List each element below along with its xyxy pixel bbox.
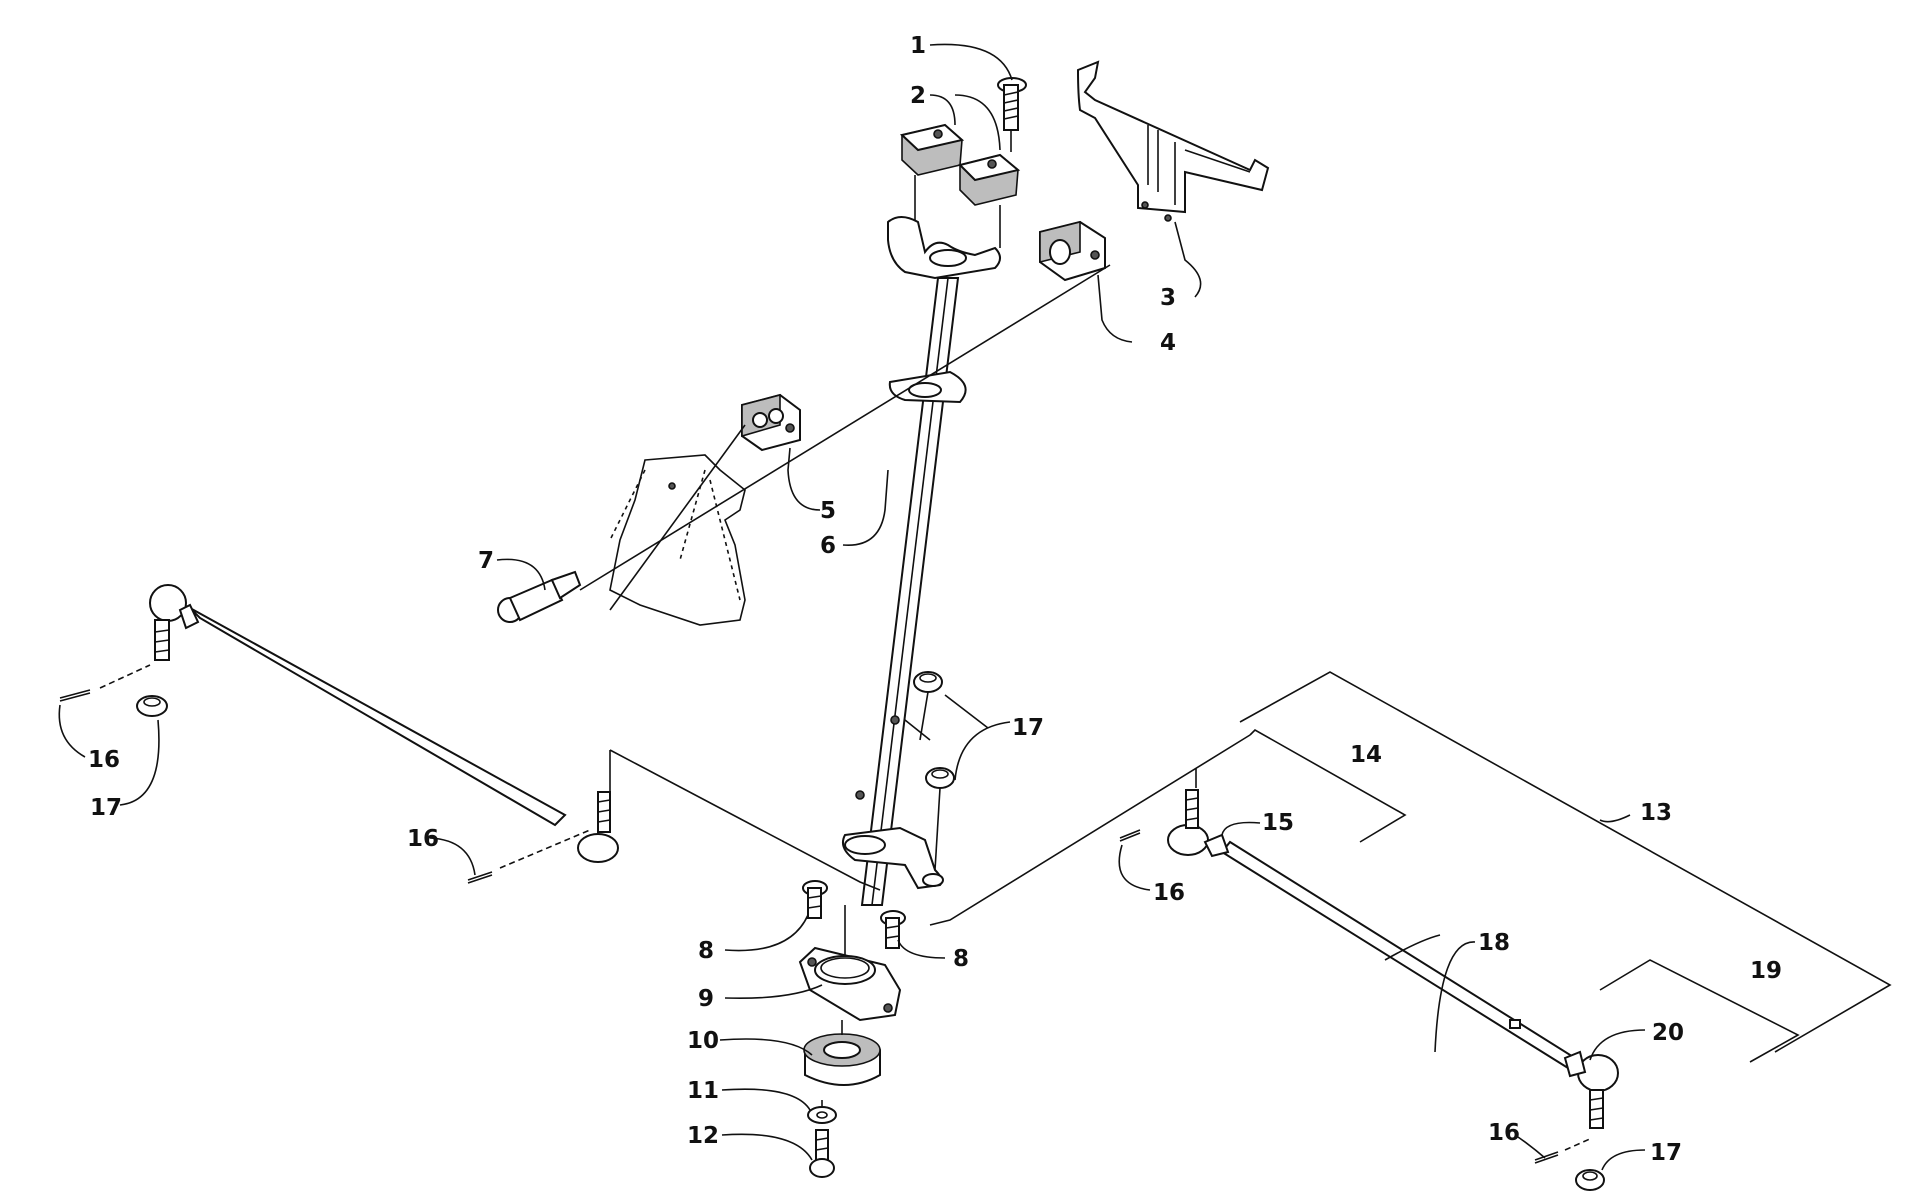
callout-10: 10 <box>687 1028 719 1054</box>
support-bracket <box>1076 60 1270 222</box>
shoulder-bolt-7 <box>497 570 582 623</box>
frame-bracket <box>609 454 746 626</box>
group-brackets <box>1239 671 1892 1063</box>
castle-nuts-17 <box>913 671 955 871</box>
callout-2: 2 <box>910 83 926 109</box>
right-tie-rod <box>1119 789 1619 1191</box>
callout-17-bottom: 17 <box>1650 1140 1682 1166</box>
callout-7: 7 <box>478 548 494 574</box>
callout-13: 13 <box>1640 800 1672 826</box>
callout-18: 18 <box>1478 930 1510 956</box>
callout-12: 12 <box>687 1123 719 1149</box>
leader-lines <box>58 43 1646 1171</box>
callout-9: 9 <box>698 986 714 1012</box>
callout-16-bottom: 16 <box>1488 1120 1520 1146</box>
callout-4: 4 <box>1160 330 1176 356</box>
callout-19: 19 <box>1750 958 1782 984</box>
flange-bushing-stack <box>798 880 906 1178</box>
callout-14: 14 <box>1350 742 1382 768</box>
split-block-4 <box>1039 220 1106 282</box>
steering-post <box>842 216 1001 906</box>
callout-6: 6 <box>820 533 836 559</box>
callout-16-far-left: 16 <box>88 747 120 773</box>
bushing-caps <box>899 123 1021 248</box>
callout-1: 1 <box>910 33 926 59</box>
callout-8-right: 8 <box>953 946 969 972</box>
alignment-lines <box>579 264 1251 926</box>
left-tie-rod <box>59 584 619 884</box>
callout-11: 11 <box>687 1078 719 1104</box>
callout-15: 15 <box>1262 810 1294 836</box>
bolt-1 <box>997 77 1027 152</box>
callout-5: 5 <box>820 498 836 524</box>
callout-16-left: 16 <box>407 826 439 852</box>
callout-16-right: 16 <box>1153 880 1185 906</box>
callout-8-left: 8 <box>698 938 714 964</box>
callout-17-left: 17 <box>90 795 122 821</box>
callout-labels: 1 2 3 4 5 6 7 8 8 9 10 11 12 13 14 15 16… <box>88 33 1782 1166</box>
callout-3: 3 <box>1160 285 1176 311</box>
callout-20: 20 <box>1652 1020 1684 1046</box>
callout-17-center: 17 <box>1012 715 1044 741</box>
split-block-5 <box>741 393 801 452</box>
